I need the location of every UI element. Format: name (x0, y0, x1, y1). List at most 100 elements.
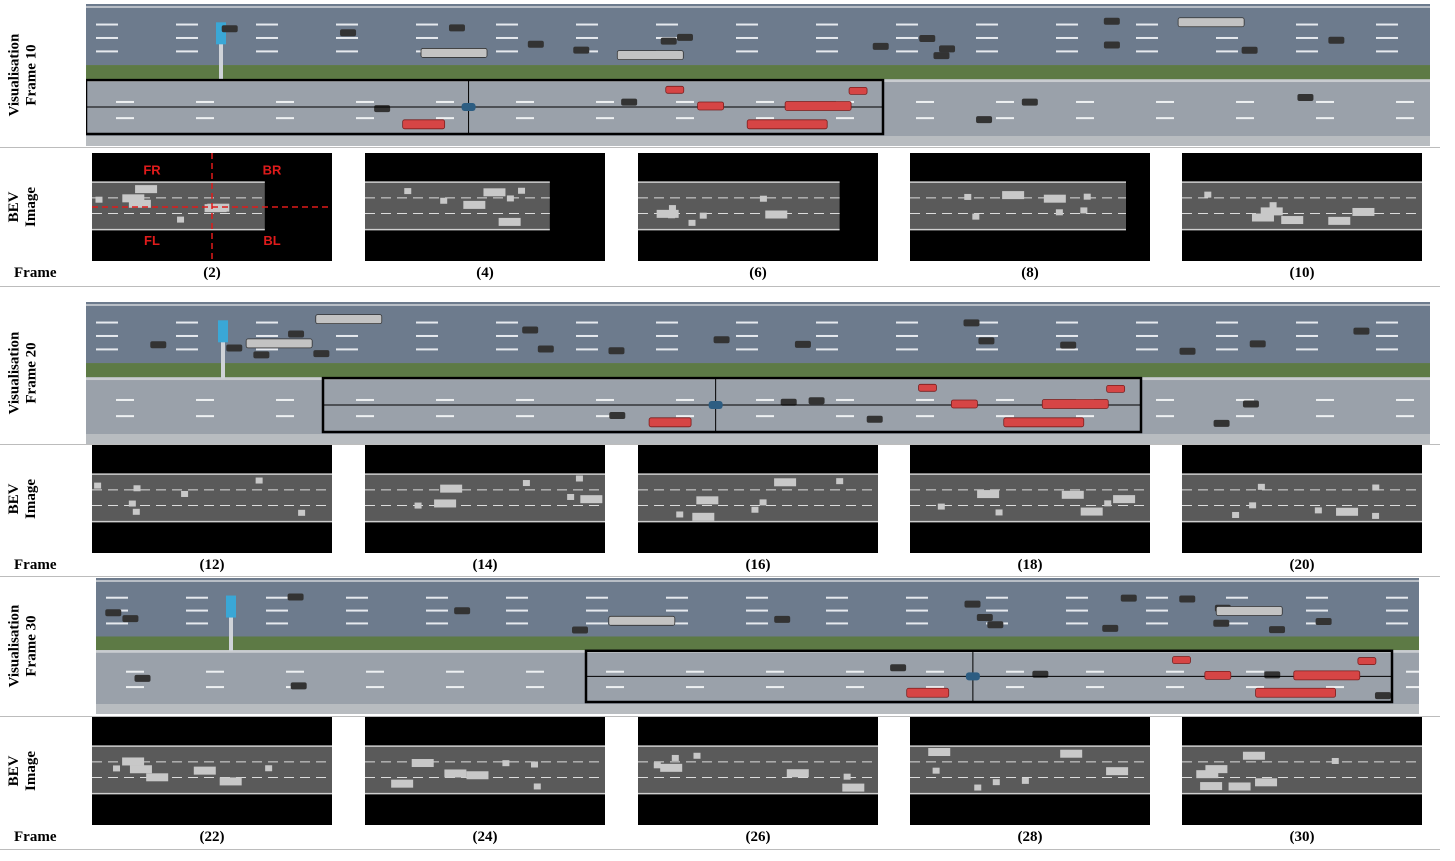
car (1021, 98, 1038, 106)
lane-marking (836, 415, 854, 418)
bev-vehicle (580, 495, 603, 504)
car (660, 37, 677, 45)
divider (0, 576, 1440, 577)
lane-marking (756, 415, 774, 418)
road-edge (96, 580, 1419, 582)
lane-marking (256, 36, 278, 39)
car (919, 35, 936, 43)
lane-marking (996, 100, 1014, 103)
bev-image (1182, 717, 1422, 825)
bev-vehicle (1204, 191, 1212, 198)
lane-marking (596, 398, 614, 401)
lane-marking (1296, 50, 1318, 53)
lane-marking (676, 398, 694, 401)
lane-marking (896, 36, 918, 39)
lane-marking (196, 117, 214, 120)
lane-marking (916, 100, 934, 103)
lane-marking (896, 348, 918, 351)
car (374, 105, 391, 113)
bev-vehicle (1106, 767, 1129, 776)
detected-vehicle (951, 399, 978, 409)
lane-marking (576, 321, 598, 324)
lane-marking (96, 348, 118, 351)
car (963, 319, 980, 327)
lane-marking (1226, 596, 1248, 599)
car (1120, 594, 1137, 602)
divider (0, 147, 1440, 148)
lane-marking (1056, 23, 1078, 26)
bev-vehicle (759, 195, 767, 202)
car (448, 24, 465, 32)
bev-vehicle (1331, 757, 1339, 764)
lane-marking (286, 670, 304, 673)
bev-vehicle (699, 212, 707, 219)
bev-vehicle (1281, 216, 1304, 225)
bev-vehicle (502, 760, 510, 767)
bev-vehicle (135, 185, 158, 194)
lane-marking (976, 23, 998, 26)
frame-number: (26) (745, 829, 771, 845)
car (676, 33, 693, 41)
bev-vehicle (1328, 216, 1351, 225)
lane-marking (1136, 348, 1158, 351)
frame-number: (6) (749, 265, 767, 281)
lane-marking (196, 398, 214, 401)
lane-marking (196, 100, 214, 103)
bev-vehicle (132, 508, 140, 515)
frame-number: (4) (476, 265, 494, 281)
lane-marking (496, 321, 518, 324)
bev-vehicle (466, 771, 489, 780)
car (537, 345, 554, 353)
car (313, 350, 330, 358)
lane-marking (266, 622, 288, 625)
frame-number: (28) (1017, 829, 1043, 845)
lane-marking (436, 117, 454, 120)
bev-road (92, 474, 332, 522)
lane-marking (906, 596, 928, 599)
lane-marking (1376, 36, 1398, 39)
lane-marking (516, 415, 534, 418)
car (1315, 617, 1332, 625)
lane-marking (926, 670, 944, 673)
lane-marking (346, 596, 368, 599)
lane-marking (1136, 321, 1158, 324)
road-shoulder (86, 434, 1430, 444)
car (964, 600, 981, 608)
truck (315, 314, 383, 325)
bev-image (910, 717, 1150, 825)
lane-marking (1376, 50, 1398, 53)
bev-vehicle (575, 475, 583, 482)
car (780, 398, 797, 406)
bev-image (910, 445, 1150, 553)
lane-marking (756, 117, 774, 120)
car (221, 25, 238, 33)
lane-marking (736, 334, 758, 337)
detected-vehicle (1003, 417, 1085, 428)
lane-marking (416, 23, 438, 26)
frame-number: (12) (199, 557, 225, 573)
lane-marking (1396, 100, 1414, 103)
bev-vehicle (113, 765, 121, 772)
lane-marking (606, 670, 624, 673)
upper-carriageway (86, 4, 1430, 66)
lane-marking (356, 117, 374, 120)
lane-marking (266, 609, 288, 612)
bev-vehicle (1255, 778, 1278, 787)
lane-marking (816, 23, 838, 26)
ego-vehicle (708, 401, 723, 410)
lane-marking (196, 415, 214, 418)
car (290, 682, 307, 690)
lane-marking (1216, 334, 1238, 337)
bev-vehicle (95, 196, 103, 203)
lane-marking (106, 622, 128, 625)
bev-vehicle (656, 209, 679, 218)
bev-vehicle (1232, 511, 1240, 518)
lane-marking (1066, 609, 1088, 612)
lane-marking (1326, 686, 1344, 689)
highway-visualisation-frame-20 (86, 302, 1430, 444)
bev-vehicle (786, 769, 809, 778)
lane-marking (106, 596, 128, 599)
truck (420, 48, 488, 58)
car (890, 664, 907, 672)
bev-label-line2: Image (23, 479, 39, 519)
